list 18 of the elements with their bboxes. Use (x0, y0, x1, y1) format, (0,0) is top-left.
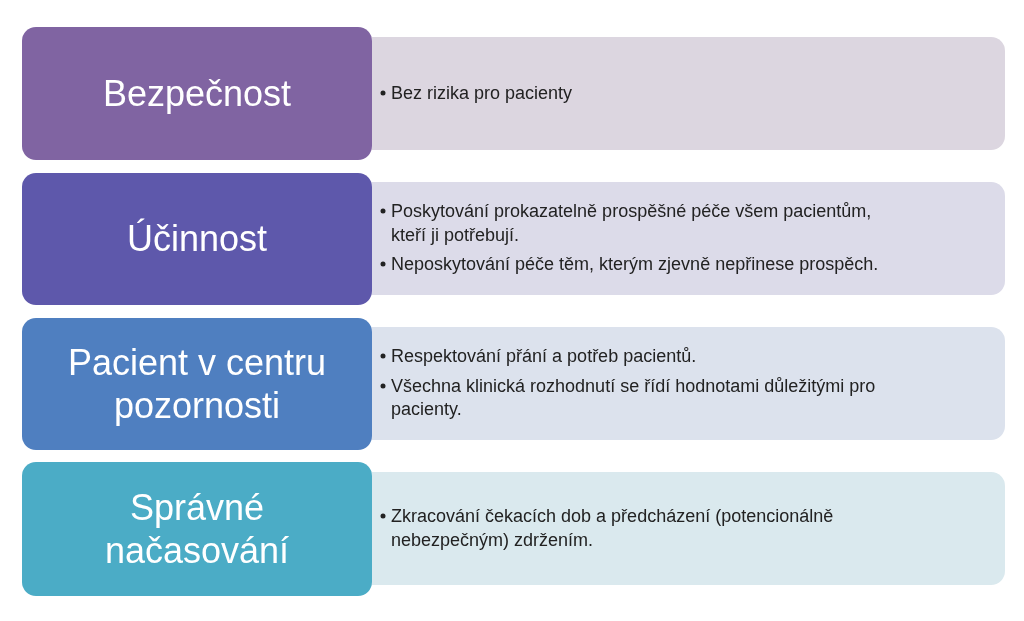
bullet-text: Zkracování čekacích dob a předcházení (potencionálně nebezpečným) zdržením. (391, 505, 835, 552)
bullet-text: Poskytování prokazatelně prospěšné péče všem pacientům, kteří ji potřebují. (391, 200, 873, 247)
description-panel (372, 37, 1005, 150)
category-box (22, 173, 372, 305)
description-panel (372, 327, 1005, 440)
category-title: Správné načasování (103, 485, 291, 573)
bullet-text: Respektování přání a potřeb pacientů. (391, 345, 697, 369)
category-title: Účinnost (126, 217, 268, 261)
description-panel (372, 472, 1005, 585)
bullet-text: Bez rizika pro pacienty (391, 81, 573, 105)
bullet-text: Neposkytování péče těm, kterým zjevně nepřinese prospěch. (391, 253, 879, 277)
category-title: Pacient v centru pozornosti (66, 340, 328, 428)
category-box (22, 318, 372, 450)
category-box (22, 27, 372, 160)
description-panel (372, 182, 1005, 295)
category-box (22, 462, 372, 596)
category-title: Bezpečnost (102, 71, 292, 116)
bullet-text: Všechna klinická rozhodnutí se řídí hodnotami důležitými pro pacienty. (391, 374, 877, 422)
